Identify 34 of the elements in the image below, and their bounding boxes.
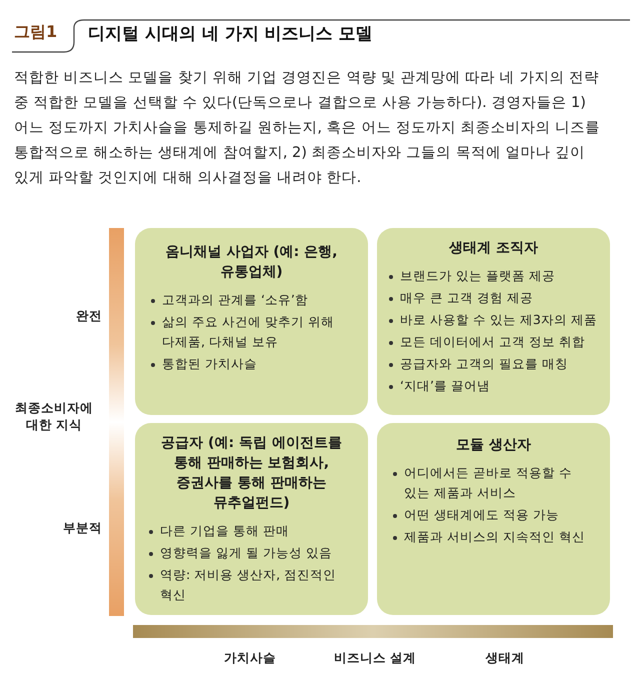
title: 디지털 시대의 네 가지 비즈니스 모델 xyxy=(88,23,373,45)
axis-label: 가치사슬 xyxy=(223,650,277,667)
axis-label: 비즈니스 설계 xyxy=(332,650,418,667)
bullet-item: 통합된 가치사슬 xyxy=(149,354,354,374)
model-card xyxy=(135,423,368,615)
model-card xyxy=(377,228,610,415)
bullet-item: 공급자와 고객의 필요를 매칭 xyxy=(387,354,600,374)
card-heading: 공급자 (예: 독립 에이전트를 통해 판매하는 보험회사, 증권사를 통해 판매하는 뮤추얼펀드) xyxy=(160,434,343,513)
axis-label: 최종소비자에 대한 지식 xyxy=(14,400,94,434)
card-heading: 모듈 생산자 xyxy=(455,436,532,455)
axis-label: 완전 xyxy=(75,308,102,325)
axis-label: 부분적 xyxy=(62,520,102,537)
bullet-item: ‘지대’를 끌어냄 xyxy=(387,376,600,396)
model-card xyxy=(377,423,610,615)
bullet-item: 브랜드가 있는 플랫폼 제공 xyxy=(387,266,600,286)
gradient-scale-bar xyxy=(109,228,124,616)
bullet-item: 매우 큰 고객 경험 제공 xyxy=(387,288,600,308)
description-paragraph: 적합한 비즈니스 모델을 찾기 위해 기업 경영진은 역량 및 관계망에 따라 네 가지의 전략 중 적합한 모델을 선택할 수 있다(단독으로나 결합으로 사용 가능하다). 경영자들은 1) 어느 정도까지 가치사슬을 통제하길 원하는지, 혹은 어느 정도까지 최종소비자의 니즈를 통합적으로 해소하는 생태계에 참여할지, 2) 최종소비자와 그들의 목적에 얼마나 깊이 있게 파악할 것인지에 대해 의사결정을 내려야 한다. xyxy=(14,69,602,188)
figure-number: 그림1 xyxy=(14,22,58,43)
bullet-item: 다른 기업을 통해 판매 xyxy=(147,521,356,541)
axis-label: 생태계 xyxy=(484,650,526,667)
bullet-item: 영향력을 잃게 될 가능성 있음 xyxy=(147,543,356,563)
model-card xyxy=(135,228,368,415)
bullet-item: 제품과 서비스의 지속적인 혁신 xyxy=(391,527,596,547)
bullet-item: 역량: 저비용 생산자, 점진적인 혁신 xyxy=(147,565,356,605)
bullet-item: 바로 사용할 수 있는 제3자의 제품 xyxy=(387,310,600,330)
bullet-item: 고객과의 관계를 ‘소유’함 xyxy=(149,290,354,310)
card-heading: 옴니채널 사업자 (예: 은행, 유통업체) xyxy=(164,243,338,282)
bullet-item: 어떤 생태계에도 적용 가능 xyxy=(391,505,596,525)
bullet-item: 어디에서든 곧바로 적용할 수 있는 제품과 서비스 xyxy=(391,463,596,503)
gradient-scale-bar xyxy=(133,625,613,638)
card-heading: 생태계 조직자 xyxy=(448,239,539,258)
bullet-item: 모든 데이터에서 고객 정보 취합 xyxy=(387,332,600,352)
bullet-item: 삶의 주요 사건에 맞추기 위해 다제품, 다채널 보유 xyxy=(149,312,354,352)
